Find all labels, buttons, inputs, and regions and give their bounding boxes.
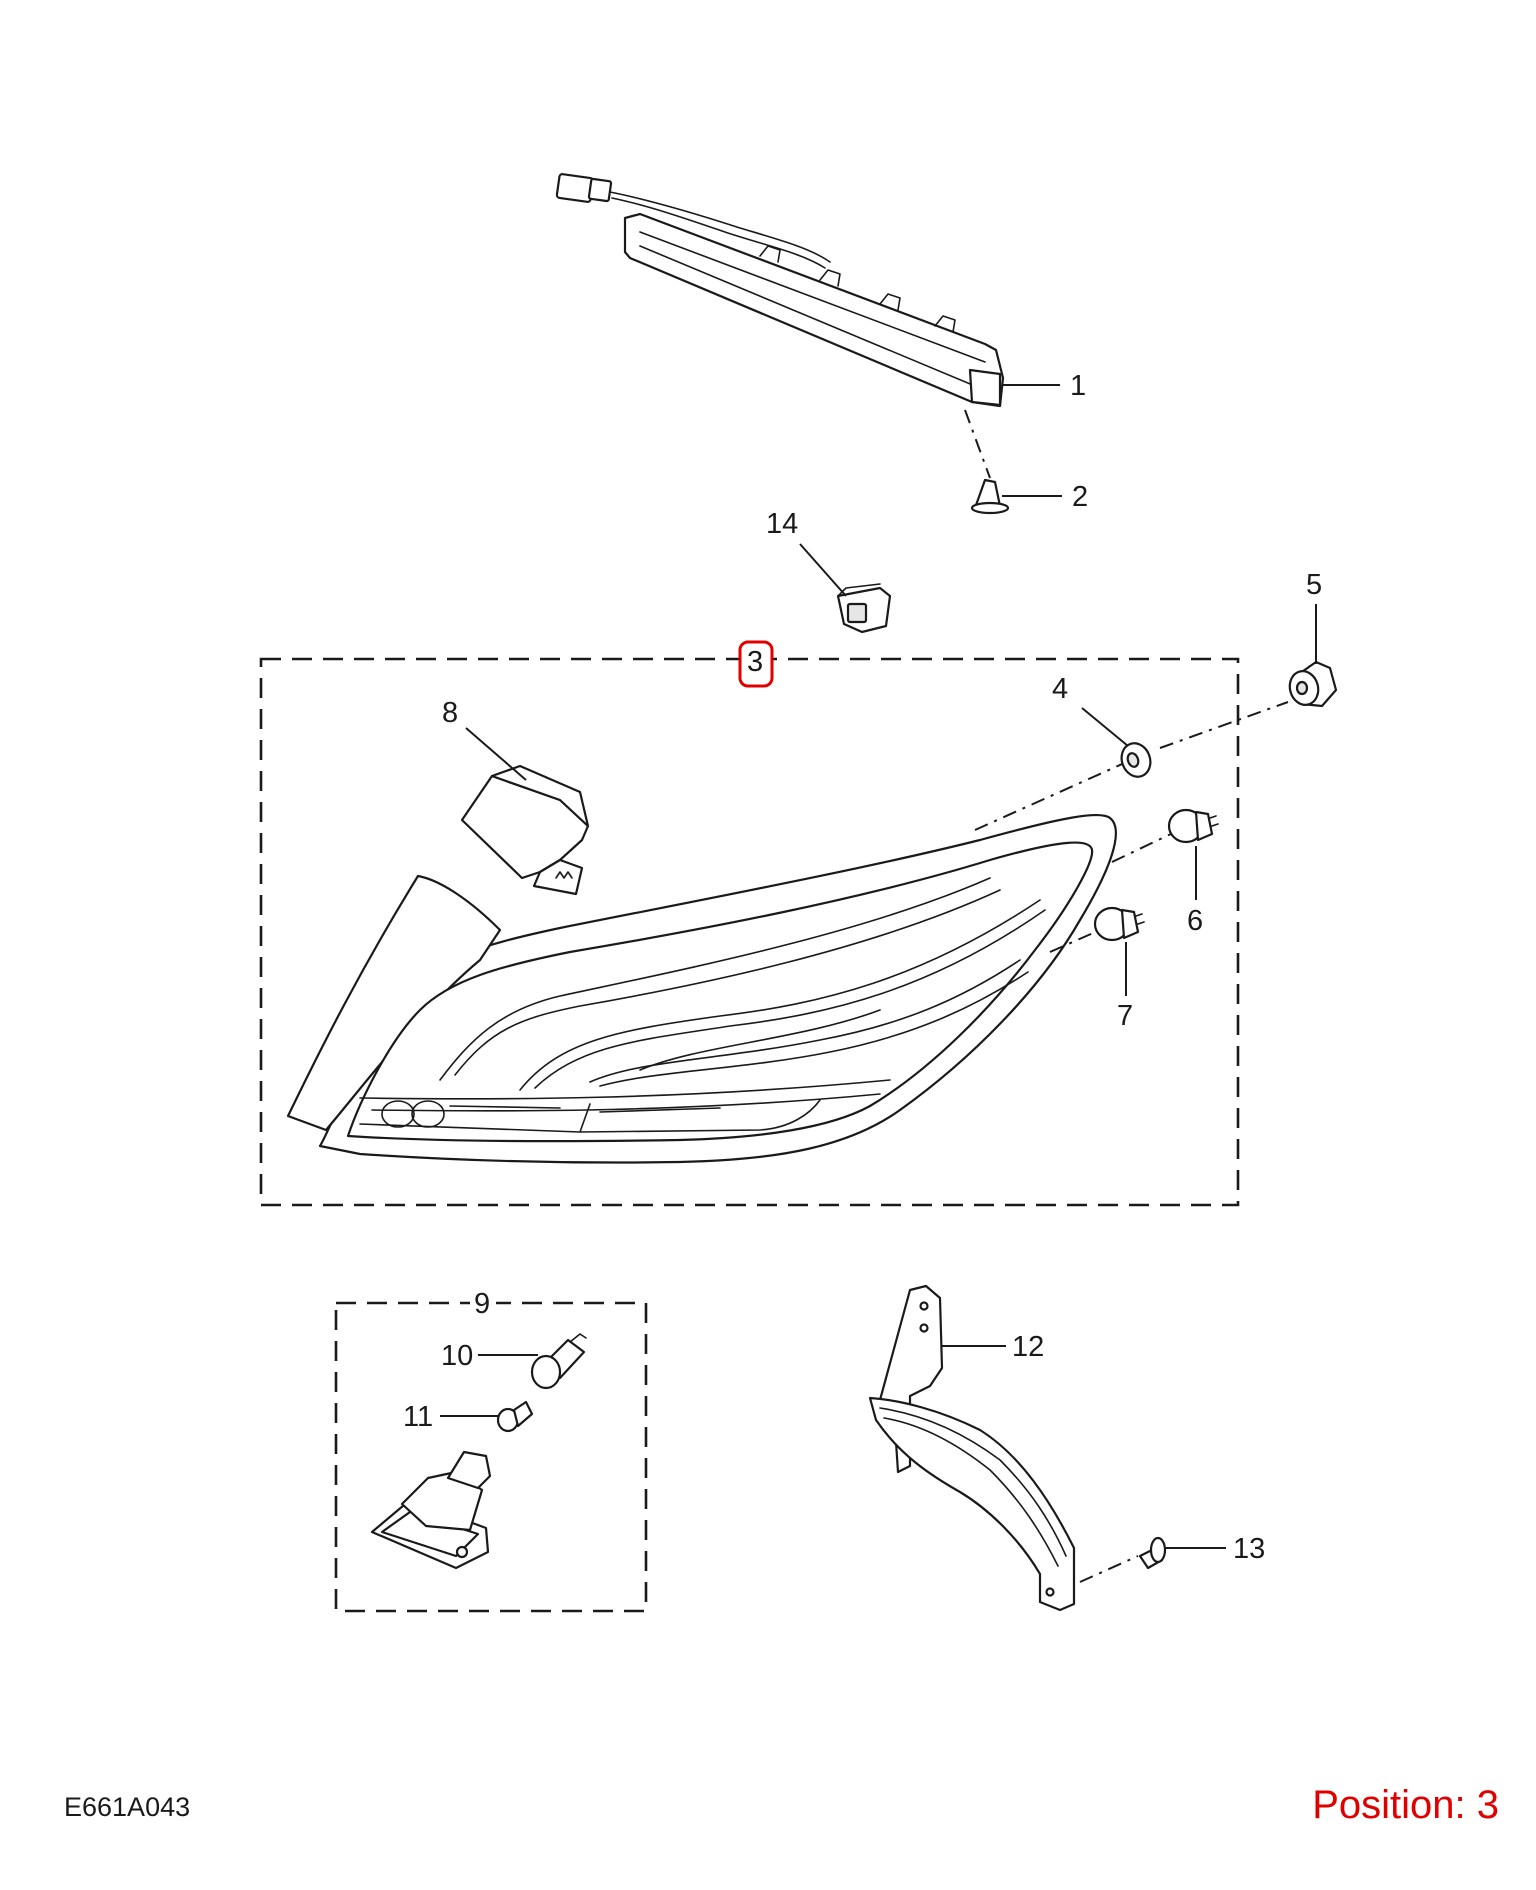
callout-9: 9 [474,1288,490,1320]
callout-11: 11 [403,1401,433,1433]
part-4-washer[interactable] [1117,739,1155,781]
leader-14 [799,543,847,597]
part-14-clip-nut[interactable] [836,583,892,634]
part-8-bracket[interactable] [460,764,590,896]
leader-8 [465,727,527,781]
callout-9-gap [470,1290,496,1318]
part-1-high-mounted-stop-lamp[interactable] [555,173,1005,408]
part-11-wedge-bulb[interactable] [496,1400,534,1433]
diagram-code: E661A043 [64,1792,191,1822]
callout-13: 13 [1233,1533,1265,1565]
position-indicator: Position: 3 [1312,1783,1499,1827]
part-5-nut[interactable] [1286,660,1338,708]
callout-3-highlight[interactable] [738,640,774,688]
callout-8: 8 [442,697,458,729]
callout-10: 10 [441,1340,473,1372]
callout-5: 5 [1306,569,1322,601]
part-10-bulb-socket[interactable] [530,1333,587,1390]
callout-1: 1 [1070,370,1086,402]
part-9-assembly-group-box [334,1301,648,1613]
fastener-axis-12-13 [1079,1555,1139,1583]
callout-3: 3 [747,646,763,678]
callout-4: 4 [1052,673,1068,705]
fastener-axis-3-4-5 [974,701,1289,831]
callout-2: 2 [1072,481,1088,513]
callout-14: 14 [766,508,798,540]
callout-6: 6 [1187,905,1203,937]
fastener-axis-3-7 [1049,929,1101,953]
part-13-screw[interactable] [1138,1536,1167,1570]
callout-7: 7 [1117,1000,1133,1032]
part-12-bracket[interactable] [868,1284,1076,1612]
callout-12: 12 [1012,1331,1044,1363]
leader-4 [1081,707,1129,747]
part-7-bulb[interactable] [1093,906,1145,942]
fastener-axis-3-6 [1111,831,1176,863]
part-9-licence-lamp[interactable] [370,1450,492,1570]
part-2-push-clip[interactable] [970,478,1010,515]
part-6-bulb[interactable] [1167,808,1219,844]
fastener-axis-1-2 [964,409,991,479]
part-3-rear-lamp[interactable] [286,813,1117,1164]
part-3-assembly-group-box [259,657,1240,1207]
